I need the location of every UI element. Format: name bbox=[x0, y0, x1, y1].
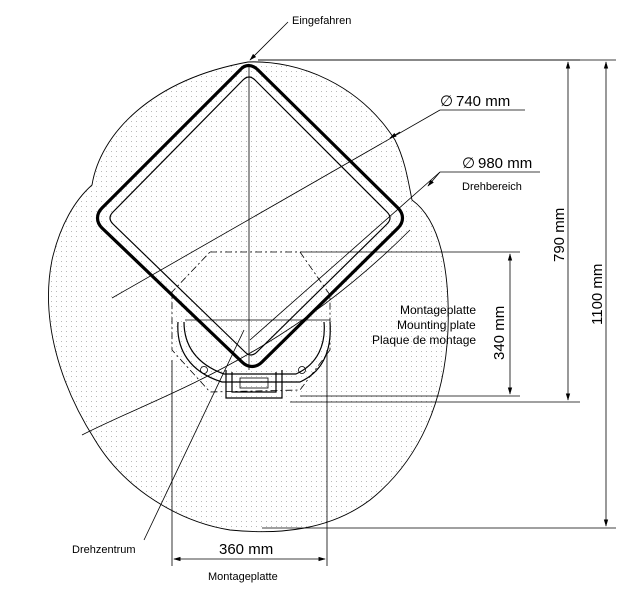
diameter-740-label: 740 mm bbox=[456, 93, 510, 110]
plate-label-en: Mounting plate bbox=[397, 318, 476, 332]
rotation-center-leader bbox=[143, 329, 245, 541]
diameter-740-line bbox=[111, 109, 441, 299]
diameter-980-label: 980 mm bbox=[478, 155, 532, 172]
diameter-980-symbol: ∅ bbox=[462, 155, 475, 172]
dim-790-label: 790 mm bbox=[551, 208, 568, 262]
rotation-center-label: Drehzentrum bbox=[72, 544, 136, 556]
base-housing bbox=[177, 321, 331, 399]
rotation-envelope bbox=[48, 61, 449, 533]
plate-label-fr: Plaque de montage bbox=[372, 333, 476, 347]
rotation-range-label: Drehbereich bbox=[462, 181, 522, 193]
antenna-inner bbox=[109, 76, 391, 356]
mounting-plate-outline bbox=[171, 251, 331, 393]
retracted-leader bbox=[249, 21, 289, 61]
diameter-980-line bbox=[249, 171, 441, 341]
dim-340-label: 340 mm bbox=[491, 306, 508, 360]
plate-label-de: Montageplatte bbox=[400, 303, 476, 317]
diameter-740-symbol: ∅ bbox=[440, 93, 453, 110]
antenna-outer bbox=[95, 63, 405, 369]
dim-360-label: 360 mm bbox=[219, 541, 273, 558]
plate-bottom-label: Montageplatte bbox=[208, 571, 278, 583]
dim-1100-label: 1100 mm bbox=[589, 264, 606, 325]
retracted-label: Eingefahren bbox=[292, 15, 351, 27]
